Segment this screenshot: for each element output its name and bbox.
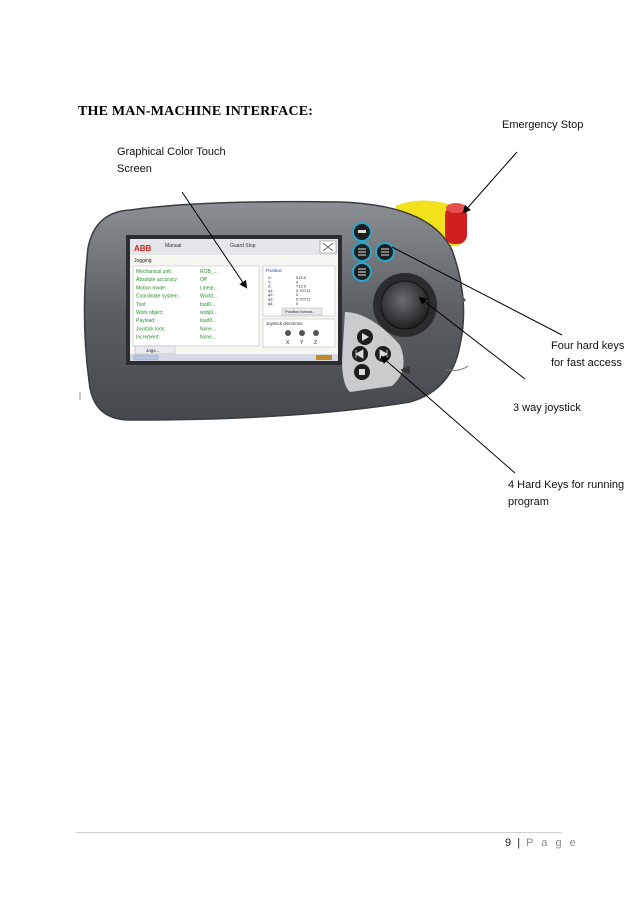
joystick-direction-icon	[285, 330, 291, 336]
screen-row-label: Coordinate system:	[136, 294, 179, 300]
label-run-keys-line2: program	[508, 496, 549, 508]
footer-separator: |	[517, 837, 521, 849]
screen-coord-axis: Z:	[268, 284, 272, 289]
label-touch-screen: Graphical Color Touch Screen	[117, 144, 257, 178]
step-back-icon	[355, 349, 364, 359]
arrow-touch-screen	[181, 191, 248, 289]
screen-joystick-title: Joystick directions	[266, 321, 303, 326]
screen-row-value[interactable]: World...	[200, 294, 217, 300]
screen-settings-panel	[132, 265, 260, 347]
line-four-keys	[391, 246, 563, 336]
screen-taskbar-icon	[316, 355, 332, 360]
screen-coord-value: 0.70711	[296, 297, 311, 302]
screen-coord-axis: q4:	[268, 301, 274, 306]
screen-row-label: Motion mode:	[136, 285, 166, 291]
screen-row-label: Absolute accuracy:	[136, 277, 178, 283]
key-4-icon	[358, 268, 366, 276]
label-emergency-stop: Emergency Stop	[502, 119, 584, 131]
side-arrow-marker	[462, 296, 466, 304]
screen-row-label: Payload:	[136, 318, 155, 324]
screen-taskbar	[130, 354, 338, 361]
label-four-keys-line1: Four hard keys	[551, 340, 625, 352]
screen-row-value[interactable]: load0...	[200, 318, 216, 324]
screen-coord-value: 0	[296, 292, 299, 297]
small-arrow-marker	[400, 366, 410, 374]
screen-joystick-panel	[262, 318, 336, 348]
screen-coord-value: 0.70711	[296, 288, 311, 293]
screen-row-value[interactable]: ROB_...	[200, 269, 218, 275]
page-heading: THE MAN-MACHINE INTERFACE:	[78, 104, 314, 119]
arrow-run-keys	[380, 355, 516, 474]
screen-position-coords: X:515.0Y:0Z:712.0q1:0.70711q2:0q3:0.7071…	[268, 275, 311, 306]
key-2-icon	[358, 248, 366, 256]
screen-status-mode: Manual	[165, 243, 181, 249]
label-four-hard-keys: Four hard keys for fast access	[551, 338, 631, 372]
screen-jog-button-label: Jogs...	[146, 348, 159, 353]
screen-position-format-label: Position format...	[285, 309, 315, 314]
screen-coord-axis: q2:	[268, 292, 274, 297]
label-run-keys-line1: 4 Hard Keys for running	[508, 479, 625, 491]
label-touch-screen-line1: Graphical Color Touch	[117, 146, 226, 158]
screen-position-panel	[262, 265, 336, 317]
arrow-emergency-stop	[462, 151, 518, 214]
screen-row-value[interactable]: None...	[200, 335, 216, 341]
estop-knob-top	[446, 203, 466, 213]
screen-coord-value: 712.0	[296, 284, 307, 289]
screen-heading: Jogging	[134, 258, 152, 264]
screen-row-value[interactable]: tool0...	[200, 302, 215, 308]
screen-row-label: Joystick lock:	[136, 326, 165, 332]
screen-coord-value: 515.0	[296, 275, 307, 280]
screen-coord-axis: q3:	[268, 297, 274, 302]
fast-access-keys	[352, 222, 395, 282]
joystick-axis-label: X	[286, 340, 290, 346]
screen-row-label: Tool:	[136, 302, 147, 308]
screen-taskbar-item[interactable]	[133, 354, 159, 361]
page-footer: 9 | P a g e	[505, 837, 578, 849]
arrow-joystick	[418, 296, 526, 380]
screen-row-value[interactable]: None...	[200, 326, 216, 332]
joystick-knob[interactable]	[380, 280, 430, 330]
screen-joystick-axes: X Y Z	[285, 330, 319, 346]
screen-coord-axis: X:	[268, 275, 272, 280]
screen-settings-rows: Mechanical unit: ROB_... Absolute accuracy…	[136, 269, 218, 341]
screen-brand: ABB	[134, 244, 152, 253]
page-number: 9	[505, 837, 512, 849]
joystick-axis-label: Y	[300, 340, 304, 346]
estop-red-knob	[445, 206, 467, 244]
key-3-icon	[381, 248, 389, 256]
screen-row-value[interactable]: Off	[200, 277, 207, 283]
close-icon	[322, 242, 334, 252]
screen-row-label: Work object:	[136, 310, 164, 316]
screen-coord-value: 0	[296, 279, 299, 284]
footer-page-word: P a g e	[526, 837, 579, 849]
screen-row-value[interactable]: wobj0...	[200, 310, 217, 316]
joystick-direction-icon	[299, 330, 305, 336]
screen-row-label: Mechanical unit:	[136, 269, 172, 275]
joystick-axis-label: Z	[314, 340, 317, 346]
screen-header	[130, 239, 338, 255]
key-1-icon	[358, 230, 366, 233]
label-touch-screen-line2: Screen	[117, 163, 152, 175]
screen-coord-axis: q1:	[268, 288, 274, 293]
label-run-keys: 4 Hard Keys for running program	[508, 477, 633, 511]
screen-coord-axis: Y:	[268, 279, 272, 284]
joystick	[373, 273, 437, 337]
screen-position-format-button[interactable]	[281, 307, 323, 316]
screen-coord-value: 0	[296, 301, 299, 306]
cable-stub	[445, 365, 469, 371]
joystick-direction-icon	[313, 330, 319, 336]
screen-status-stop: Guard Stop	[230, 243, 256, 249]
footer-rule	[76, 832, 562, 833]
screen-row-label: Increment:	[136, 335, 160, 341]
label-joystick: 3 way joystick	[513, 402, 581, 414]
stop-icon	[359, 369, 365, 375]
label-four-keys-line2: for fast access	[551, 357, 622, 369]
play-icon	[362, 333, 369, 341]
screen-position-title: Position	[266, 268, 283, 273]
screen-row-value[interactable]: Linear...	[200, 285, 218, 291]
